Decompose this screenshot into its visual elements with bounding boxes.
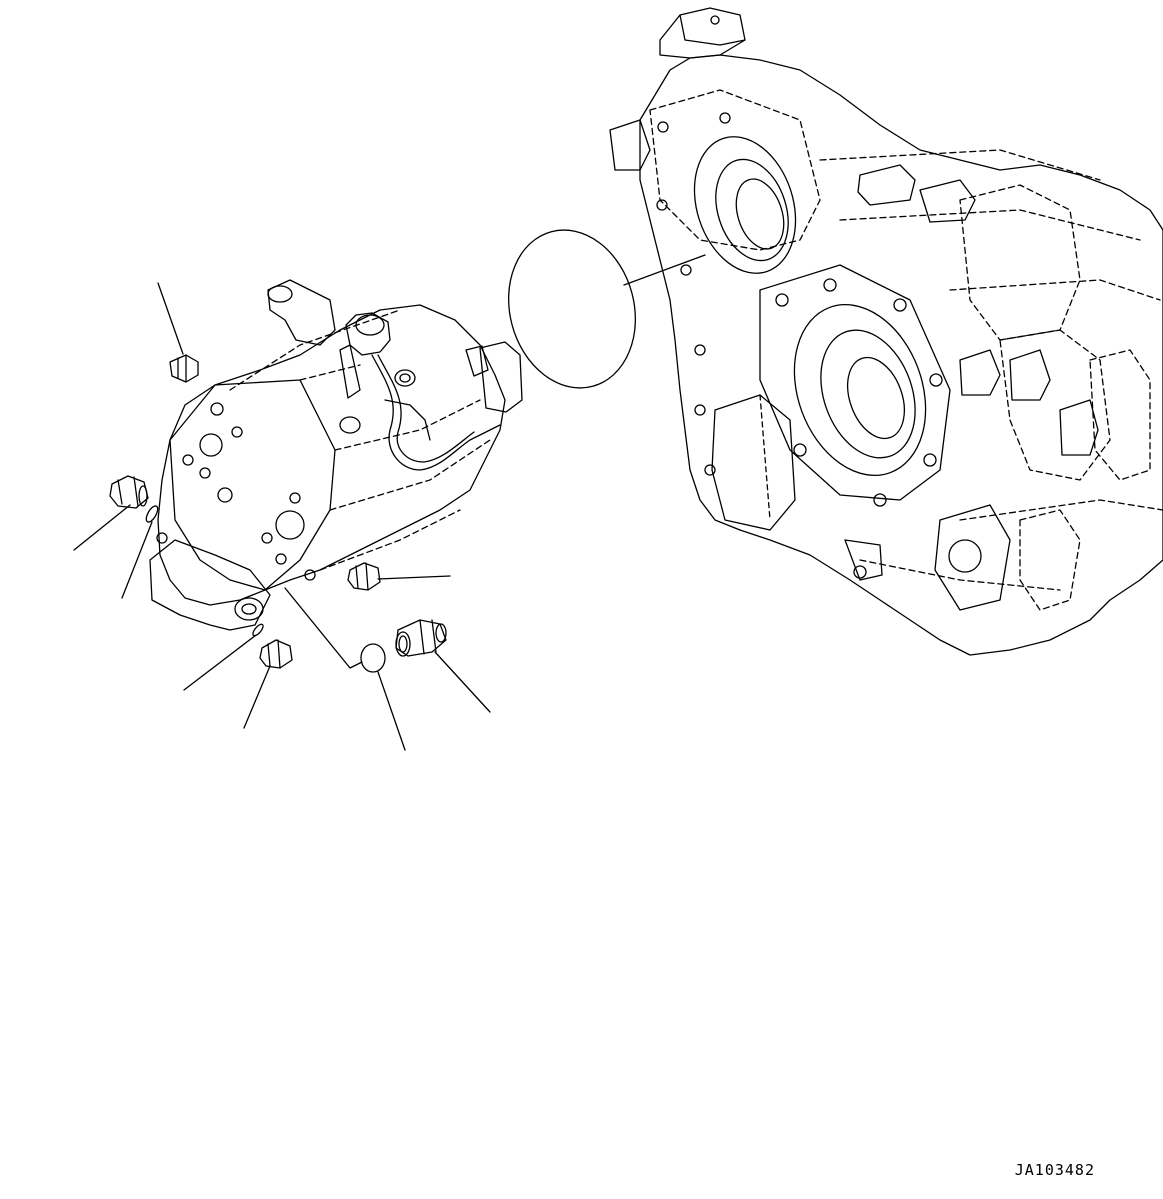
leader-line [121,521,153,599]
leader-line [377,575,451,580]
elbow-fitting [395,619,447,657]
leader-line [623,254,706,286]
leader-line [434,651,491,713]
leader-line [284,587,363,669]
plug [169,354,199,383]
drawing-reference-code: JA103482 [1014,1161,1095,1179]
small-o-ring [145,505,159,523]
plug [259,639,293,669]
o-ring [360,643,386,673]
transmission-housing [609,7,1163,656]
pump-assembly [149,279,523,631]
large-o-ring [507,229,637,389]
leader-line [157,282,184,355]
leader-line [73,504,131,551]
small-o-ring [252,623,264,637]
leader-line [183,634,257,691]
plug [347,562,381,591]
plug [109,475,149,509]
leader-line [377,671,406,751]
leader-line [243,665,271,729]
